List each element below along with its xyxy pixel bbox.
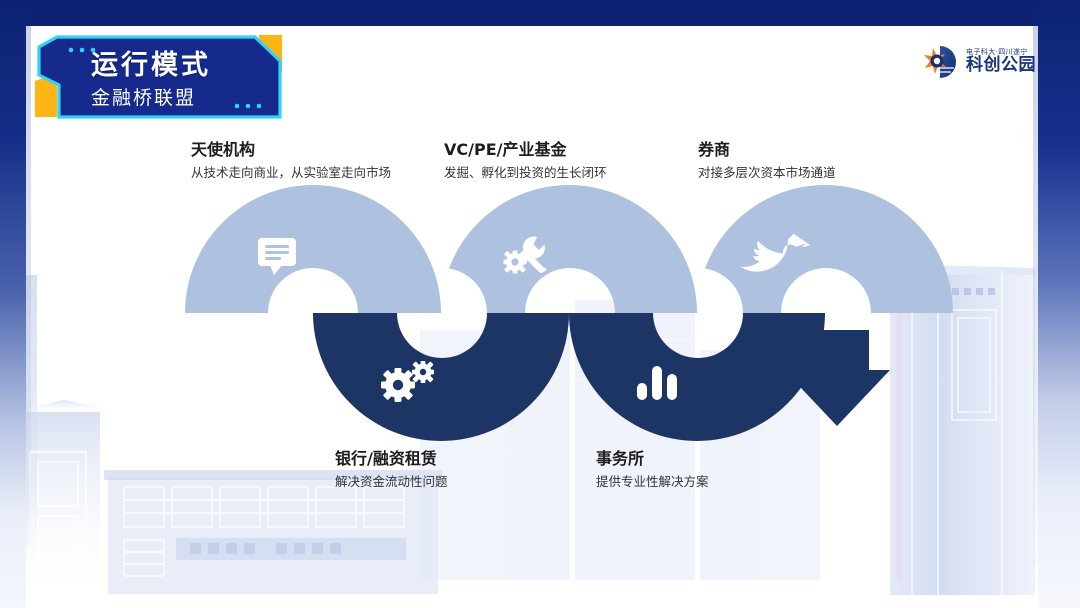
logo-title: 科创公园 — [966, 54, 1036, 75]
wave-node-bank — [313, 313, 569, 441]
frame-shadow-right — [1033, 26, 1038, 566]
banner-subtitle-text: 金融桥联盟 — [91, 87, 197, 109]
wave-node-vcpe — [441, 185, 697, 313]
label-firm-title: 事务所 — [596, 449, 645, 468]
label-firm-desc: 提供专业性解决方案 — [596, 473, 709, 489]
wave-node-angel — [185, 185, 441, 313]
label-broker-desc: 对接多层次资本市场通道 — [698, 164, 836, 180]
frame-edge-top — [0, 0, 1080, 26]
label-bank-title: 银行/融资租赁 — [335, 449, 437, 468]
wave-node-broker — [697, 185, 953, 313]
bird-icon — [740, 233, 810, 272]
brand-logo: 电子科大·四川遂宁 科创公园 — [920, 37, 1042, 87]
logo-text-block: 电子科大·四川遂宁 科创公园 — [966, 47, 1036, 76]
banner-dots-bottomright — [234, 103, 262, 109]
frame-edge-left — [0, 0, 26, 608]
gears-icon — [381, 361, 434, 402]
banner-shape — [35, 35, 282, 119]
label-vcpe: VC/PE/产业基金 发掘、孵化到投资的生长闭环 — [444, 139, 607, 181]
wrench-gear-icon — [503, 236, 547, 274]
bar-chart-icon — [637, 366, 677, 400]
label-angel-desc: 从技术走向商业，从实验室走向市场 — [191, 164, 392, 180]
banner-title-text: 运行模式 — [91, 50, 211, 81]
speech-bubble-icon — [258, 238, 296, 275]
title-banner: 运行模式 金融桥联盟 — [31, 33, 284, 121]
label-firm: 事务所 提供专业性解决方案 — [596, 448, 709, 490]
banner-plate — [37, 35, 282, 119]
banner-dots-topleft — [68, 47, 96, 53]
label-broker: 券商 对接多层次资本市场通道 — [698, 139, 836, 181]
frame-edge-right — [1038, 0, 1080, 608]
label-vcpe-title: VC/PE/产业基金 — [444, 140, 567, 159]
logo-subtitle: 电子科大·四川遂宁 — [966, 47, 1028, 56]
label-vcpe-desc: 发掘、孵化到投资的生长闭环 — [444, 164, 607, 180]
label-angel: 天使机构 从技术走向商业，从实验室走向市场 — [191, 139, 391, 181]
label-bank: 银行/融资租赁 解决资金流动性问题 — [335, 448, 448, 490]
frame-shadow-left — [26, 26, 31, 546]
down-arrow-icon — [784, 330, 890, 426]
label-bank-desc: 解决资金流动性问题 — [335, 473, 448, 489]
banner-accent-yellow-left — [35, 73, 57, 117]
label-broker-title: 券商 — [698, 140, 731, 159]
label-angel-title: 天使机构 — [191, 140, 256, 159]
wave-node-firm — [569, 313, 825, 441]
star-shield-logo-icon — [920, 42, 960, 82]
